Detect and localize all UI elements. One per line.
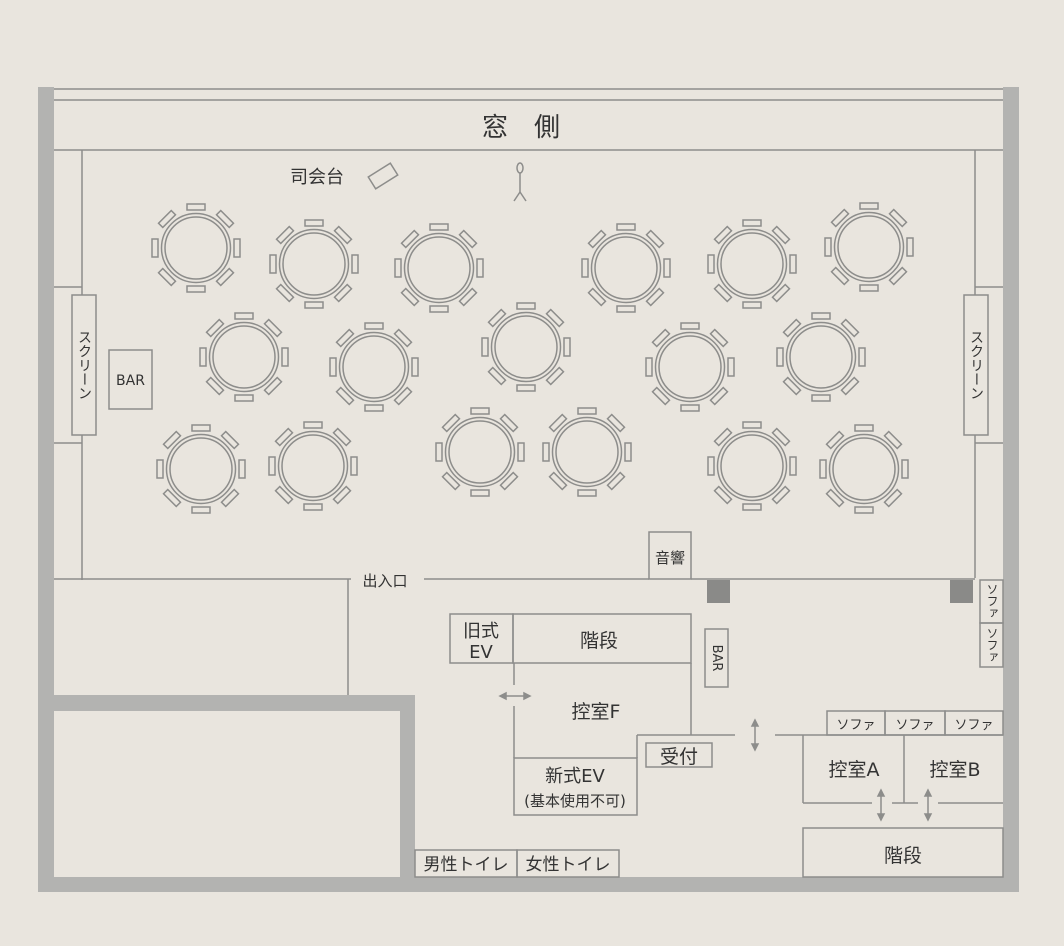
svg-text:旧式: 旧式 — [463, 621, 499, 642]
round-table — [819, 424, 909, 514]
podium-icon — [367, 162, 399, 190]
svg-text:ソファ: ソファ — [895, 718, 934, 733]
mens-toilet-label: 男性トイレ — [424, 855, 509, 875]
screen-left-label: スクリーン — [76, 330, 92, 400]
svg-text:ソファ: ソファ — [836, 718, 875, 733]
waiting-room-f-label: 控室F — [572, 701, 621, 723]
screen-left: スクリーン — [71, 294, 97, 436]
svg-text:BAR: BAR — [709, 645, 724, 672]
round-table — [151, 203, 241, 293]
bar-right: BAR — [704, 628, 729, 688]
screen-right-label: スクリーン — [968, 330, 984, 400]
screen-right: スクリーン — [963, 294, 989, 436]
round-table — [776, 312, 866, 402]
round-table — [645, 322, 735, 412]
stairs-upper: 階段 — [512, 613, 692, 664]
round-table — [269, 219, 359, 309]
svg-text:ソファ: ソファ — [985, 583, 999, 619]
svg-text:ソファ: ソファ — [954, 718, 993, 733]
svg-text:階段: 階段 — [884, 845, 922, 867]
sofa-row: ソファ ソファ ソファ — [826, 710, 1004, 736]
svg-text:階段: 階段 — [580, 630, 618, 652]
new-ev: 新式EV (基本使用不可) — [513, 757, 638, 816]
reception: 受付 — [645, 742, 713, 768]
womens-toilet-label: 女性トイレ — [526, 855, 611, 875]
person-icon — [513, 162, 527, 202]
round-table — [824, 202, 914, 292]
window-label: 窓 側 — [482, 113, 560, 143]
bar-left-label: BAR — [116, 373, 145, 389]
outer-walls — [38, 87, 1019, 892]
double-arrow-icon — [876, 788, 886, 822]
round-table — [435, 407, 525, 497]
double-arrow-icon — [923, 788, 933, 822]
round-table — [481, 302, 571, 392]
svg-text:受付: 受付 — [660, 746, 698, 768]
round-table — [268, 421, 358, 511]
round-table — [542, 407, 632, 497]
waiting-rooms-ab-walls — [802, 735, 1003, 804]
podium-label: 司会台 — [290, 167, 344, 188]
svg-text:EV: EV — [469, 642, 493, 663]
svg-text:ソファ: ソファ — [985, 627, 999, 663]
audio-label: 音響 — [655, 549, 685, 567]
window-band — [54, 88, 1003, 151]
pillar — [950, 580, 973, 603]
audio-booth: 音響 — [648, 531, 692, 580]
round-table — [199, 312, 289, 402]
round-tables — [151, 202, 914, 514]
round-table — [707, 219, 797, 309]
round-table — [156, 424, 246, 514]
pillar — [707, 580, 730, 603]
toilets: 男性トイレ 女性トイレ — [414, 849, 620, 878]
round-table — [329, 322, 419, 412]
round-table — [581, 223, 671, 313]
waiting-room-b-label: 控室B — [929, 759, 980, 781]
round-table — [394, 223, 484, 313]
double-arrow-icon — [498, 691, 532, 701]
waiting-room-a-label: 控室A — [829, 759, 880, 781]
sofa-vertical-lower: ソファ — [979, 622, 1004, 668]
stairs-lower: 階段 — [802, 827, 1004, 878]
round-table — [707, 421, 797, 511]
bar-left: BAR — [108, 349, 153, 410]
old-ev: 旧式 EV — [449, 613, 514, 664]
double-arrow-icon — [750, 718, 760, 752]
svg-text:(基本使用不可): (基本使用不可) — [524, 792, 626, 810]
svg-text:新式EV: 新式EV — [545, 766, 605, 787]
entrance-label: 出入口 — [362, 572, 407, 590]
sofa-vertical-upper: ソファ — [979, 579, 1004, 624]
